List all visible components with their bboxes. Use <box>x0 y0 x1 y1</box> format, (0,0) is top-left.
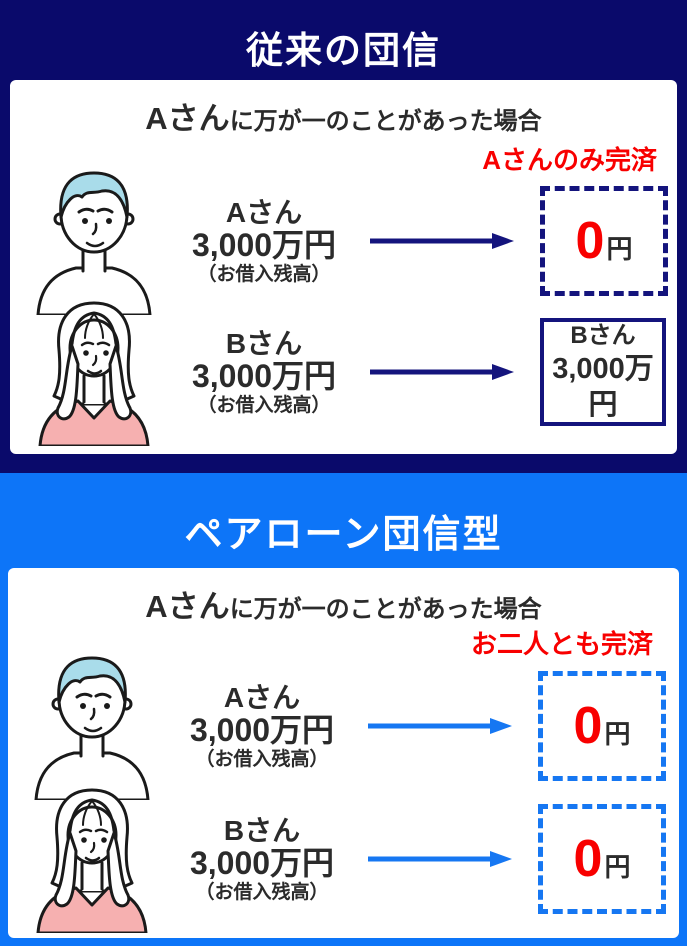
section-conventional-danshin: 従来の団信 Aさんに万が一のことがあった場合 Aさんのみ完済 Aさん 3,000… <box>0 0 687 473</box>
loan-amount: 3,000万円 <box>191 358 337 395</box>
person-name: Aさん <box>225 196 303 228</box>
section-title-conventional: 従来の団信 <box>246 30 441 71</box>
arrow-right-icon <box>366 850 514 868</box>
woman-avatar-illustration <box>32 298 156 446</box>
arrow-right-icon <box>368 363 516 381</box>
panel-conventional: Aさんに万が一のことがあった場合 Aさんのみ完済 Aさん 3,000万円 （お借… <box>10 80 677 454</box>
scenario-heading-person: Aさん <box>145 589 230 624</box>
section-title-pair-loan: ペアローン団信型 <box>184 514 503 556</box>
panel-pair-loan: Aさんに万が一のことがあった場合 お二人とも完済 Aさん 3,000万円 （お借… <box>8 568 679 938</box>
remaining-balance: Bさん 3,000万円 <box>544 321 662 424</box>
loan-note: （お借入残高） <box>195 881 329 903</box>
section-pair-loan-danshin: ペアローン団信型 Aさんに万が一のことがあった場合 お二人とも完済 Aさん 3,… <box>0 473 687 946</box>
scenario-heading: Aさんに万が一のことがあった場合 <box>10 93 677 138</box>
loan-amount: 3,000万円 <box>191 227 337 264</box>
scenario-heading-rest: に万が一のことがあった場合 <box>229 596 542 623</box>
arrow-right-icon <box>366 717 514 735</box>
loan-info-b: Bさん 3,000万円 （お借入残高） <box>164 328 364 416</box>
scenario-heading-rest: に万が一のことがあった場合 <box>229 108 542 135</box>
loan-note: （お借入残高） <box>197 394 331 416</box>
person-name: Bさん <box>223 814 301 846</box>
man-avatar-illustration <box>32 167 156 315</box>
loan-amount: 3,000万円 <box>189 712 335 749</box>
woman-avatar-illustration <box>30 785 154 933</box>
person-name: Aさん <box>223 681 301 713</box>
loan-amount: 3,000万円 <box>189 845 335 882</box>
man-avatar-illustration <box>30 652 154 800</box>
result-label-pair-loan: お二人とも完済 <box>470 629 653 659</box>
loan-info-b: Bさん 3,000万円 （お借入残高） <box>162 815 362 903</box>
loan-info-a: Aさん 3,000万円 （お借入残高） <box>162 682 362 770</box>
loan-info-a: Aさん 3,000万円 （お借入残高） <box>164 197 364 285</box>
scenario-heading-person: Aさん <box>145 101 230 136</box>
arrow-right-icon <box>368 232 516 250</box>
remaining-person: Bさん <box>570 321 636 349</box>
zero-value: 0 <box>573 830 603 888</box>
row-person-b: Bさん 3,000万円 （お借入残高） Bさん 3,000万円 <box>10 301 677 446</box>
person-name: Bさん <box>225 327 303 359</box>
yen-unit: 円 <box>604 852 631 882</box>
zero-value: 0 <box>573 697 603 755</box>
yen-unit: 円 <box>604 719 631 749</box>
result-label-conventional: Aさんのみ完済 <box>482 145 657 175</box>
remaining-amount: 3,000万円 <box>552 352 654 421</box>
result-box-b-remaining: Bさん 3,000万円 <box>540 318 666 426</box>
zero-value: 0 <box>575 212 605 270</box>
scenario-heading: Aさんに万が一のことがあった場合 <box>8 581 679 626</box>
loan-note: （お借入残高） <box>197 263 331 285</box>
yen-unit: 円 <box>606 234 633 264</box>
loan-note: （お借入残高） <box>195 748 329 770</box>
